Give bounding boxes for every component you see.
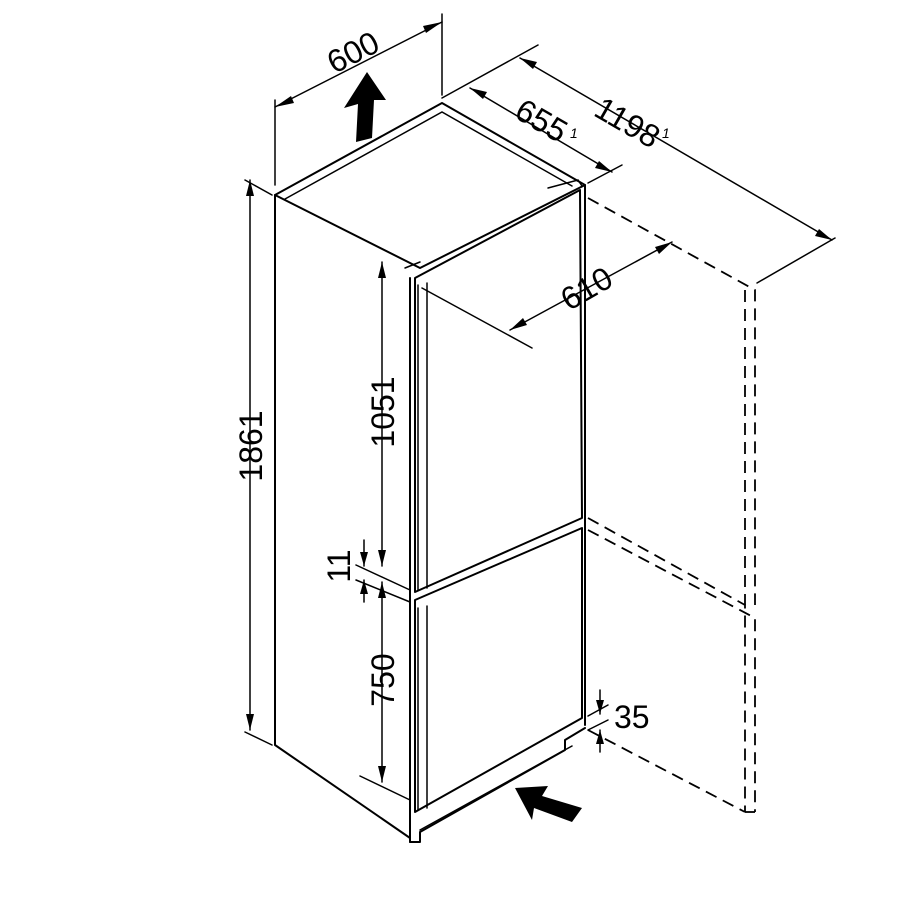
plinth (409, 727, 586, 843)
upper-door-outline (414, 189, 583, 593)
door-open-depth-footnote: 1 (662, 125, 670, 141)
lower-door-outline (414, 527, 583, 813)
door-gap-label: 11 (321, 549, 357, 582)
open-upper-door-outline (587, 197, 756, 605)
dimension-door-gap: 11 (321, 539, 411, 603)
height-total-label: 1861 (233, 410, 269, 481)
top-face-inner-edge (284, 111, 573, 200)
lower-door-height-label: 750 (365, 653, 401, 706)
dimension-height-total: 1861 (233, 179, 273, 746)
depth-total-label: 655 (509, 92, 573, 150)
left-side-face (274, 194, 411, 839)
upper-door-height-label: 1051 (365, 376, 401, 447)
dimension-depth-body: 610 (421, 241, 673, 349)
upper-door (404, 179, 583, 593)
dimension-lower-door-height: 750 (359, 581, 411, 801)
door-open-depth-label: 1198 (589, 90, 667, 156)
lower-door (414, 527, 583, 813)
dimension-upper-door-height: 1051 (355, 261, 411, 591)
plinth-line (419, 745, 573, 831)
appliance-body (274, 102, 586, 843)
plinth-height-label: 35 (614, 699, 650, 735)
width-label: 600 (321, 24, 385, 80)
depth-total-footnote: 1 (570, 125, 578, 141)
dimension-plinth-height: 35 (587, 689, 650, 753)
open-door-outlines (587, 197, 756, 813)
ventilation-out-arrow-icon (344, 72, 386, 142)
depth-body-label: 610 (554, 260, 618, 318)
open-lower-door-outline (587, 529, 756, 812)
ventilation-in-arrow-icon (515, 786, 582, 822)
dimension-door-open-depth: 1198 1 (519, 57, 836, 284)
